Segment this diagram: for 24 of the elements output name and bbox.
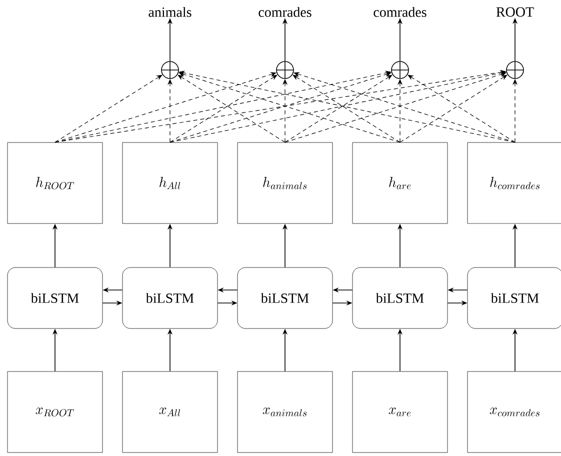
output-label: comrades bbox=[258, 7, 312, 17]
sum-circle bbox=[391, 61, 409, 79]
arrow bbox=[54, 74, 162, 143]
vector-box: $x_{ROOT}$ bbox=[7, 371, 103, 453]
output-label: animals bbox=[148, 7, 192, 17]
vector-box: $x_{animals}$ bbox=[237, 371, 333, 453]
bilstm-box: biLSTM bbox=[467, 267, 561, 329]
vector-box: $x_{comrades}$ bbox=[467, 371, 561, 453]
vector-box: $h_{ROOT}$ bbox=[7, 142, 103, 224]
vector-box: $h_{animals}$ bbox=[237, 142, 333, 224]
sum-circle bbox=[506, 61, 524, 79]
output-label: comrades bbox=[374, 7, 426, 17]
bilstm-box: biLSTM bbox=[237, 267, 333, 329]
bilstm-box: biLSTM bbox=[122, 267, 218, 329]
vector-box: $h_{comrades}$ bbox=[467, 142, 561, 224]
bilstm-box: biLSTM bbox=[352, 267, 448, 329]
bilstm-box: biLSTM bbox=[7, 267, 103, 329]
vector-box: $x_{All}$ bbox=[122, 371, 218, 453]
vector-box: $h_{All}$ bbox=[122, 142, 218, 224]
vector-box: $h_{are}$ bbox=[352, 142, 448, 224]
sum-circle bbox=[161, 61, 179, 79]
vector-box: $x_{are}$ bbox=[352, 371, 448, 453]
output-label: ROOT bbox=[496, 7, 534, 17]
sum-circle bbox=[276, 61, 294, 79]
